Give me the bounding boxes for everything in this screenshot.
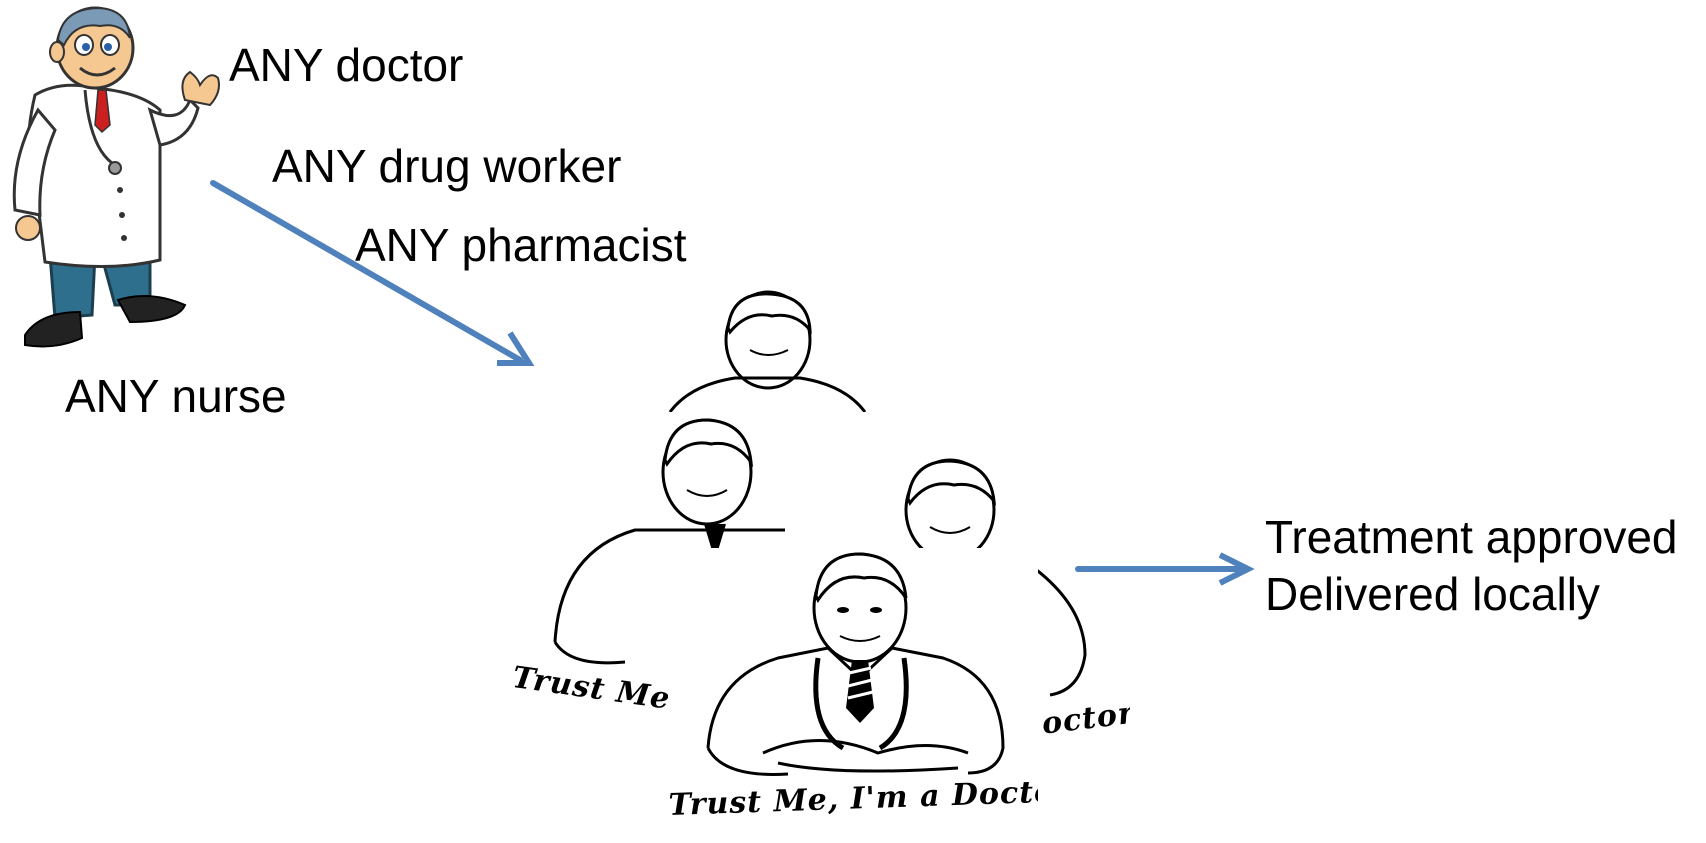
treatment-approved-label: Treatment approved (1265, 511, 1678, 563)
doctor-poster-back-top (650, 290, 880, 412)
any-doctor-label: ANY doctor (229, 39, 464, 91)
doctor-poster-front: Trust Me, I'm a Doctor (668, 548, 1038, 843)
any-nurse-label: ANY nurse (65, 370, 287, 422)
any-drug-worker-label: ANY drug worker (272, 140, 622, 192)
delivered-locally-label: Delivered locally (1265, 568, 1600, 620)
cartoon-doctor-illustration (12, 6, 220, 348)
any-pharmacist-label: ANY pharmacist (355, 219, 687, 271)
